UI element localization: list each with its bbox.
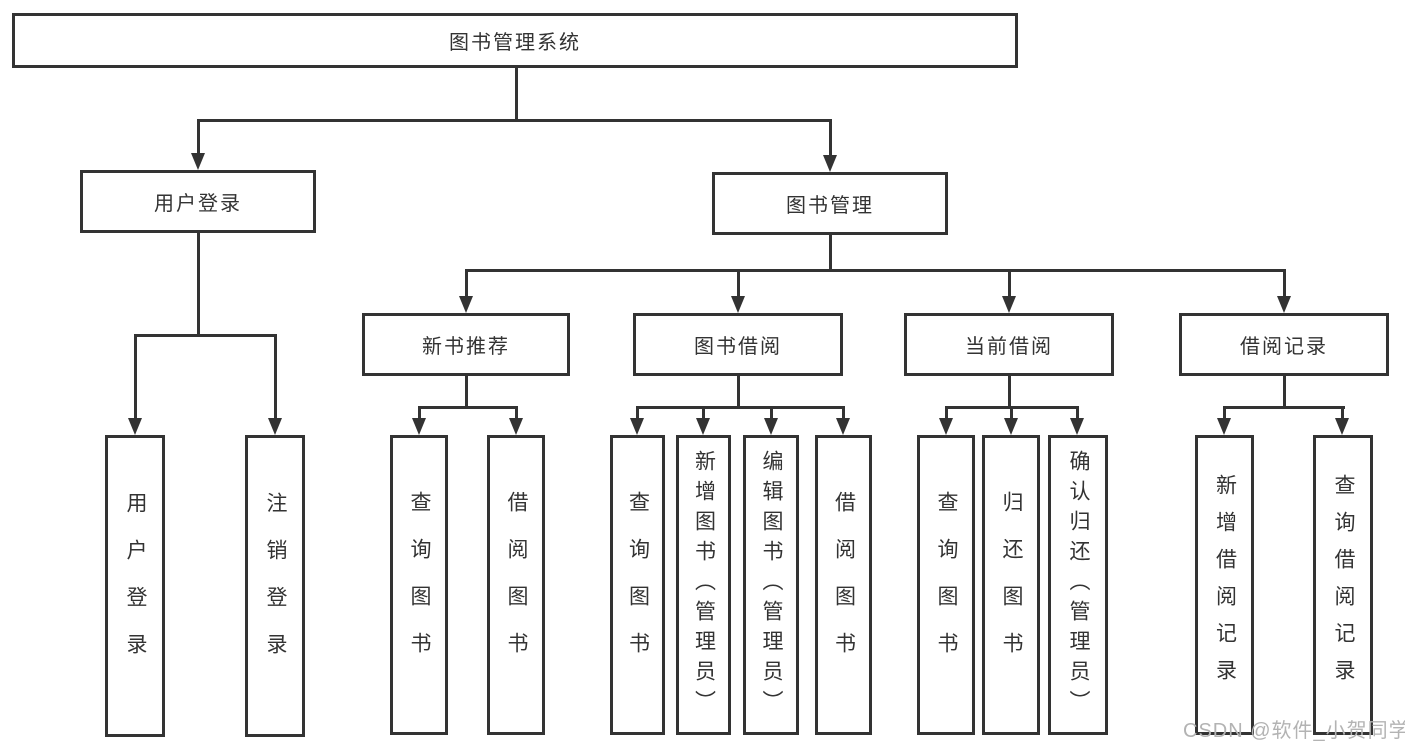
arrowhead-down-icon [1002,296,1016,313]
connector-line [197,119,832,122]
watermark: CSDN @软件_小贺同学 [1183,720,1405,742]
connector-line [829,233,832,271]
node-user-login-label: 用户登录 [154,193,242,215]
leaf-logout: 注销登录 [245,435,305,737]
connector-line [1283,374,1286,408]
connector-line [274,334,277,419]
arrowhead-down-icon [459,296,473,313]
connector-line [945,406,948,419]
leaf-query-books-recommend: 查询图书 [390,435,448,735]
connector-line [737,374,740,408]
leaf-user-login-label: 用户登录 [124,492,147,680]
leaf-edit-books-admin: 编辑图书（管理员） [743,435,799,735]
leaf-logout-label: 注销登录 [264,492,287,680]
arrowhead-down-icon [1070,418,1084,435]
node-current-borrow-label: 当前借阅 [965,336,1053,358]
node-borrow-record-label: 借阅记录 [1240,336,1328,358]
leaf-return-books-label: 归还图书 [1000,491,1023,679]
connector-line [515,406,518,419]
connector-line [702,406,705,419]
leaf-query-books-recommend-label: 查询图书 [408,491,431,679]
connector-line [465,374,468,408]
arrowhead-down-icon [128,418,142,435]
leaf-add-borrow-record-label: 新增借阅记录 [1213,474,1237,696]
leaf-borrow-books-recommend: 借阅图书 [487,435,545,735]
leaf-query-books-current: 查询图书 [917,435,975,735]
node-new-book-recommend: 新书推荐 [362,313,570,376]
leaf-user-login: 用户登录 [105,435,165,737]
connector-line [465,269,1286,272]
connector-line [829,119,832,155]
leaf-query-books-borrow-label: 查询图书 [626,491,650,679]
connector-line [636,406,845,409]
node-root-label: 图书管理系统 [449,32,581,54]
arrowhead-down-icon [764,418,778,435]
node-book-borrow-label: 图书借阅 [694,336,782,358]
node-book-borrow: 图书借阅 [633,313,843,376]
arrowhead-down-icon [268,418,282,435]
arrowhead-down-icon [1004,418,1018,435]
leaf-confirm-return-admin: 确认归还（管理员） [1048,435,1108,735]
connector-line [515,66,518,121]
node-user-login: 用户登录 [80,170,316,233]
node-root: 图书管理系统 [12,13,1018,68]
connector-line [197,231,200,336]
arrowhead-down-icon [696,418,710,435]
connector-line [1223,406,1226,419]
connector-line [770,406,773,419]
connector-line [1008,374,1011,408]
leaf-query-borrow-record-label: 查询借阅记录 [1332,474,1355,696]
arrowhead-down-icon [412,418,426,435]
arrowhead-down-icon [1335,418,1349,435]
node-new-book-recommend-label: 新书推荐 [422,336,510,358]
arrowhead-down-icon [939,418,953,435]
leaf-borrow-books-recommend-label: 借阅图书 [505,491,528,679]
connector-line [418,406,518,409]
arrowhead-down-icon [191,153,205,170]
arrowhead-down-icon [1277,296,1291,313]
node-book-management-label: 图书管理 [786,195,874,217]
connector-line [1008,269,1011,297]
leaf-query-books-borrow: 查询图书 [610,435,665,735]
leaf-edit-books-admin-label: 编辑图书（管理员） [760,450,783,720]
arrowhead-down-icon [731,296,745,313]
arrowhead-down-icon [509,418,523,435]
connector-line [842,406,845,419]
connector-line [1010,406,1013,419]
node-book-management: 图书管理 [712,172,948,235]
connector-line [418,406,421,419]
leaf-borrow-books-label: 借阅图书 [832,491,856,679]
connector-line [134,334,137,419]
connector-line [1223,406,1345,409]
leaf-query-books-current-label: 查询图书 [935,491,958,679]
connector-line [737,269,740,297]
arrowhead-down-icon [836,418,850,435]
arrowhead-down-icon [630,418,644,435]
node-current-borrow: 当前借阅 [904,313,1114,376]
arrowhead-down-icon [823,155,837,172]
leaf-add-books-admin-label: 新增图书（管理员） [692,450,716,720]
connector-line [197,119,200,155]
arrowhead-down-icon [1217,418,1231,435]
node-borrow-record: 借阅记录 [1179,313,1389,376]
leaf-query-borrow-record: 查询借阅记录 [1313,435,1373,735]
leaf-confirm-return-admin-label: 确认归还（管理员） [1067,450,1090,720]
connector-line [1283,269,1286,297]
leaf-add-borrow-record: 新增借阅记录 [1195,435,1254,735]
connector-line [1076,406,1079,419]
leaf-borrow-books: 借阅图书 [815,435,872,735]
connector-line [465,269,468,297]
connector-line [134,334,277,337]
leaf-return-books: 归还图书 [982,435,1040,735]
leaf-add-books-admin: 新增图书（管理员） [676,435,731,735]
connector-line [1341,406,1344,419]
connector-line [636,406,639,419]
